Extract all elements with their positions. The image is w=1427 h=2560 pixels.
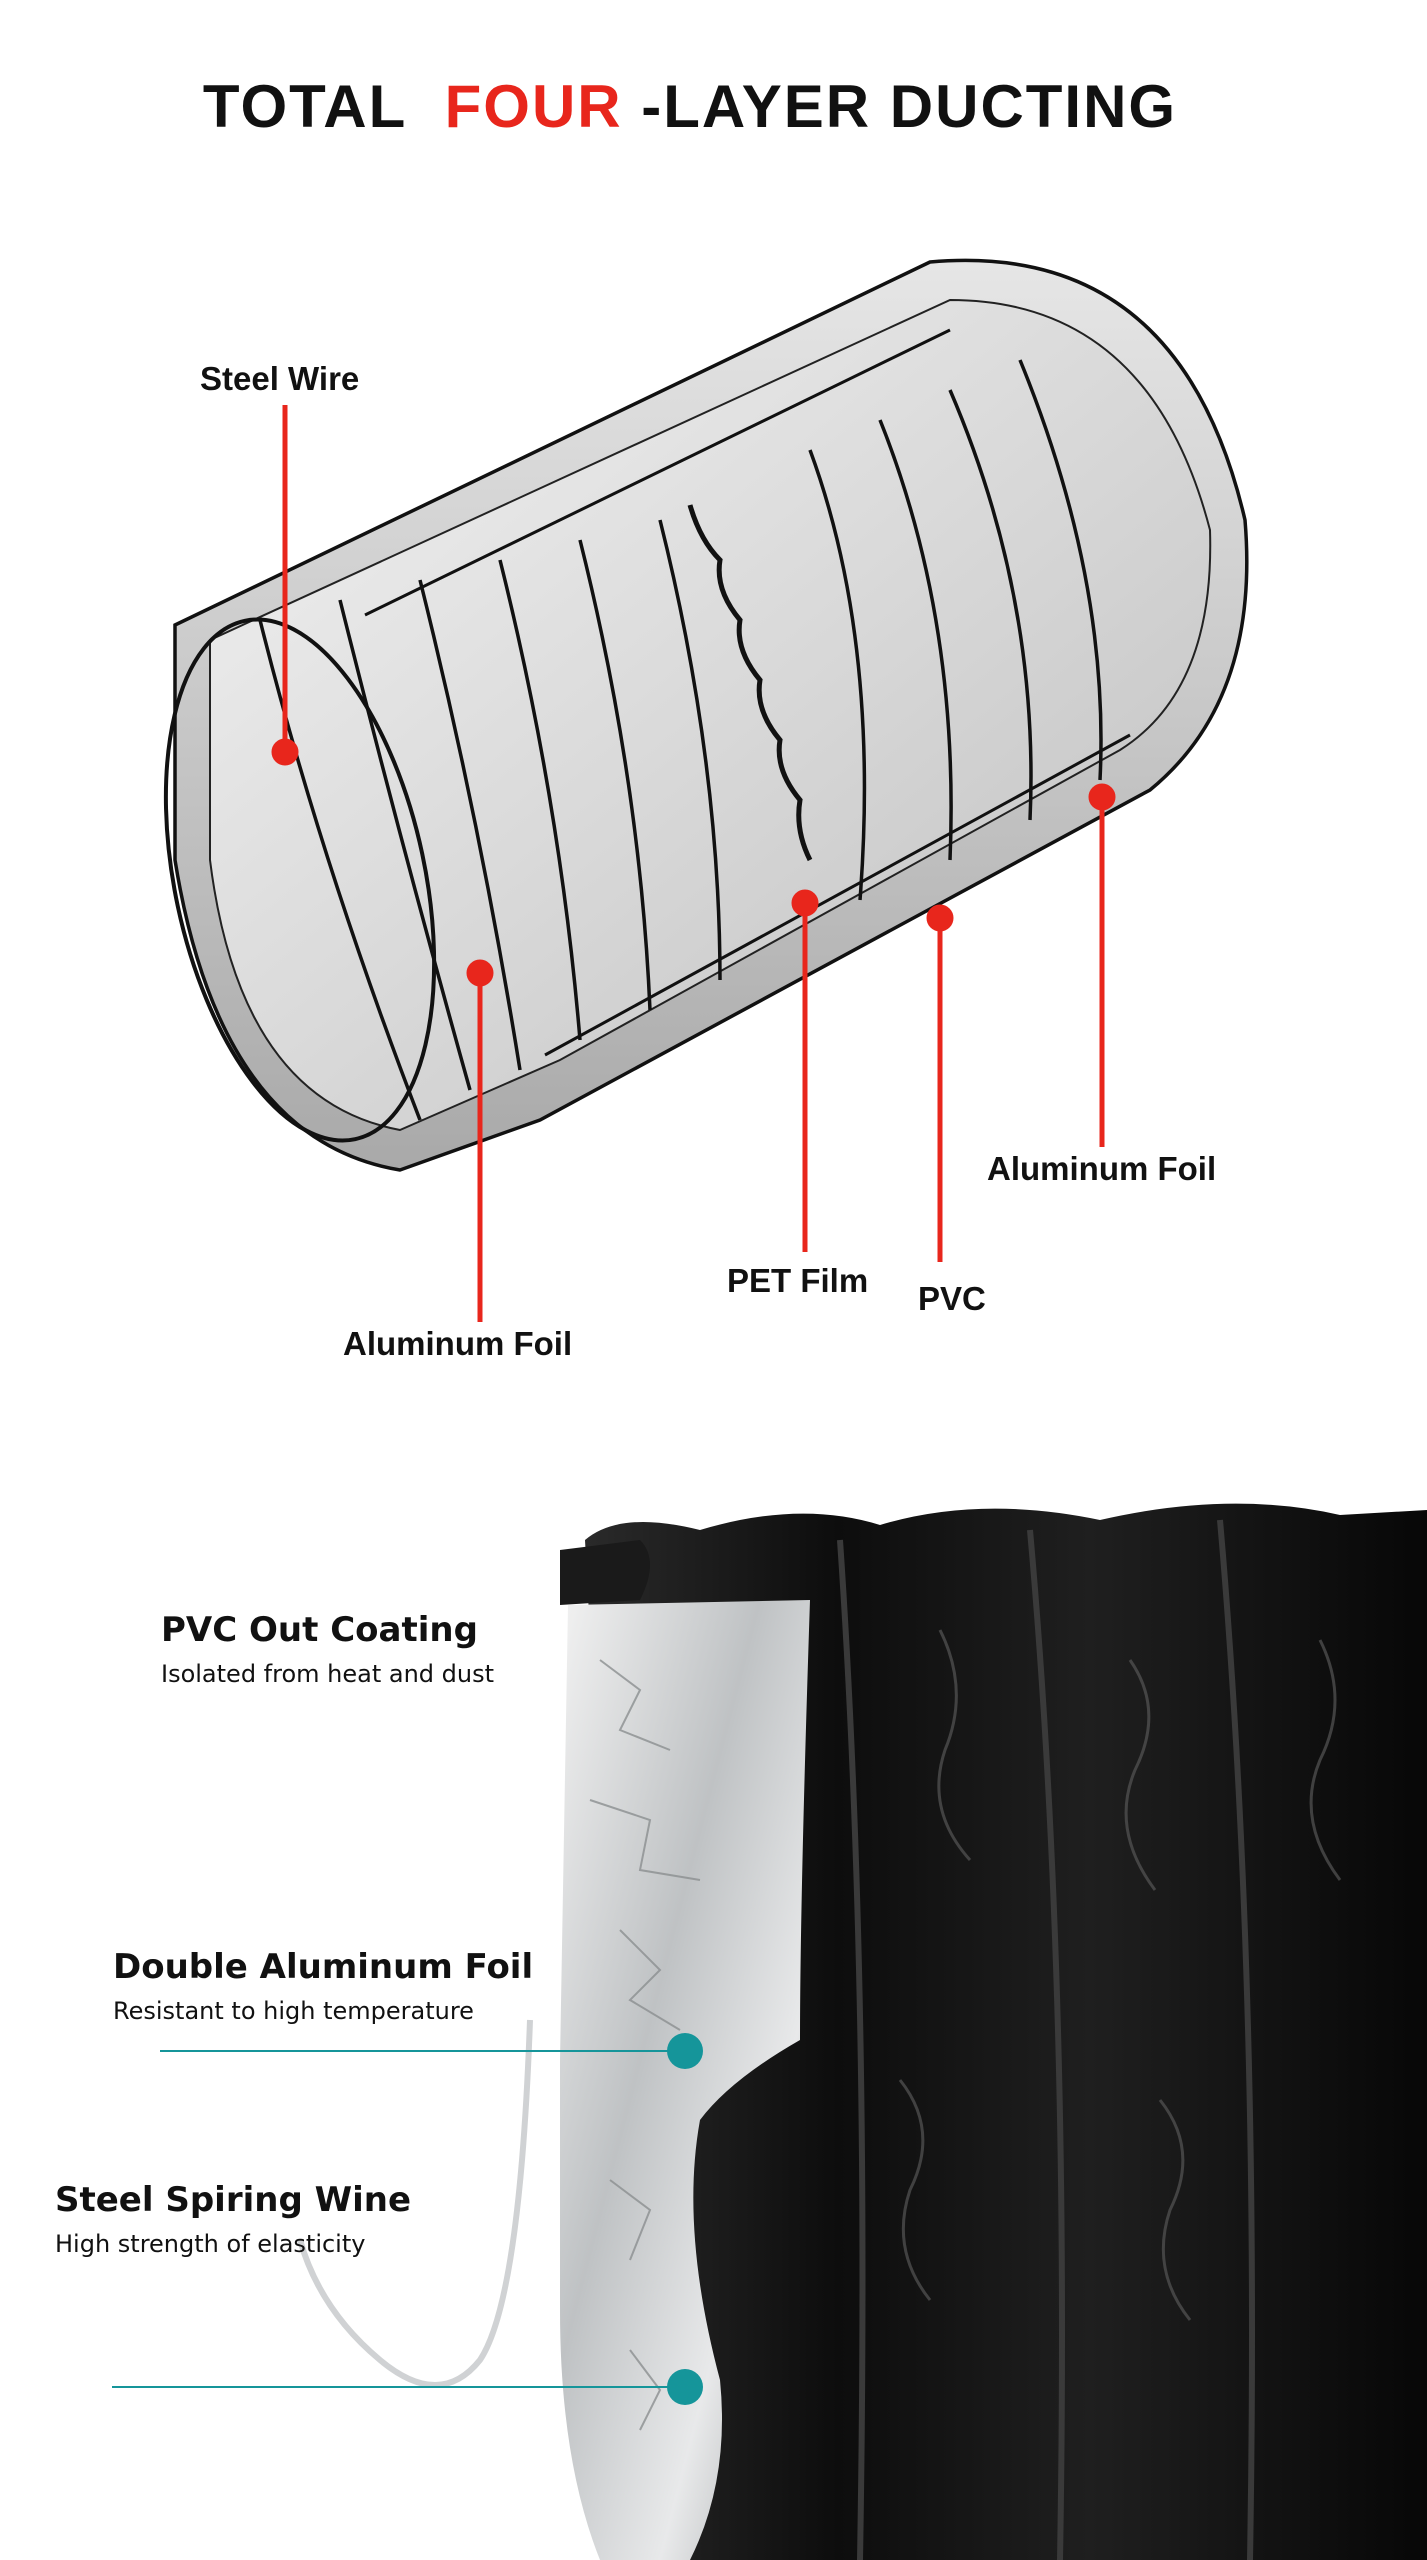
photo-leader-lines — [112, 2050, 685, 2388]
title-highlight: FOUR — [444, 73, 623, 140]
callout-pvc-out-coating: PVC Out Coating Isolated from heat and d… — [161, 1610, 494, 1688]
duct-cutaway-diagram — [163, 258, 1249, 1322]
label-aluminum-foil-inner: Aluminum Foil — [343, 1325, 573, 1362]
leader-lines — [271, 405, 1116, 1322]
callout-subtitle: Resistant to high temperature — [113, 1997, 474, 2025]
callout-subtitle: Isolated from heat and dust — [161, 1660, 495, 1688]
callout-subtitle: High strength of elasticity — [55, 2230, 366, 2258]
duct-photo — [112, 1503, 1427, 2560]
page-title: TOTAL FOUR -LAYER DUCTING — [0, 72, 1380, 141]
marker-pvc — [926, 904, 954, 932]
marker-double-aluminum-foil — [667, 2369, 703, 2405]
duct-body — [163, 258, 1249, 1172]
aluminum-foil-layer — [560, 1540, 810, 2560]
label-pet-film: PET Film — [727, 1262, 869, 1299]
callout-steel-spiring-wine: Steel Spiring Wine High strength of elas… — [55, 2180, 411, 2258]
marker-pet-film — [791, 889, 819, 917]
callout-heading: PVC Out Coating — [161, 1610, 478, 1650]
marker-pvc-out-coating — [667, 2033, 703, 2069]
marker-aluminum-foil-outer — [1088, 783, 1116, 811]
callout-double-aluminum-foil: Double Aluminum Foil Resistant to high t… — [113, 1947, 533, 2025]
callout-heading: Steel Spiring Wine — [55, 2180, 412, 2220]
label-pvc: PVC — [918, 1280, 986, 1317]
marker-steel-wire — [271, 738, 299, 766]
marker-aluminum-foil-inner — [466, 959, 494, 987]
label-aluminum-foil-outer: Aluminum Foil — [987, 1150, 1217, 1187]
title-part-3: -LAYER DUCTING — [641, 73, 1178, 140]
steel-wire-loop — [297, 2019, 533, 2388]
title-part-1: TOTAL — [202, 73, 408, 140]
label-steel-wire: Steel Wire — [200, 360, 360, 397]
callout-heading: Double Aluminum Foil — [113, 1947, 534, 1987]
